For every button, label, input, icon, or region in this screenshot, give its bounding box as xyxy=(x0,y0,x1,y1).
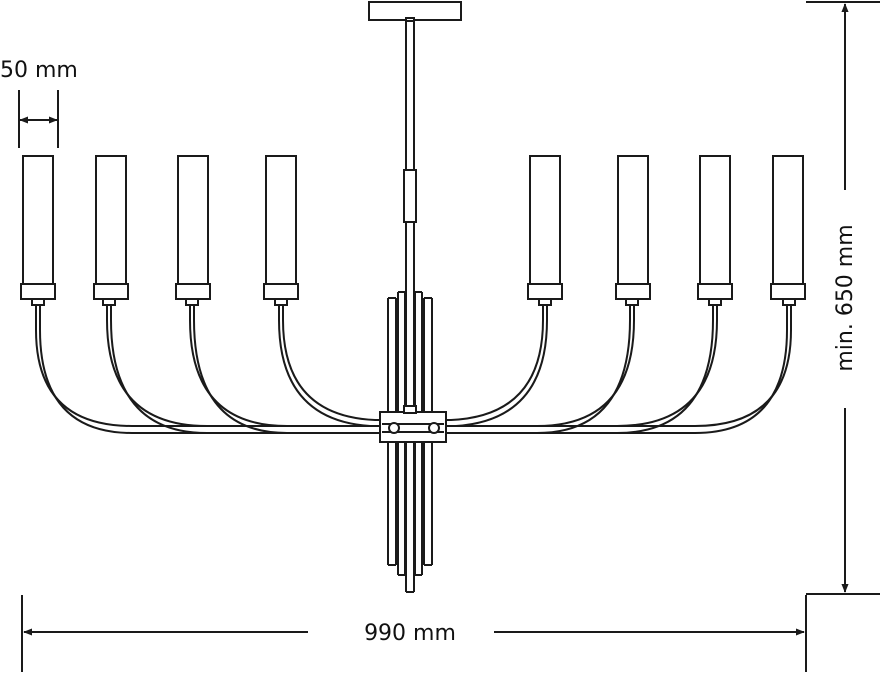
central-hub xyxy=(379,405,447,443)
shade-diameter-dimension: 50 mm xyxy=(0,58,78,148)
shade-6 xyxy=(615,155,651,306)
shade-4 xyxy=(263,155,299,306)
shade-3 xyxy=(175,155,211,306)
shade-8 xyxy=(770,155,806,306)
arms-right xyxy=(445,300,792,434)
height-label: min. 650 mm xyxy=(833,224,858,371)
arms-left xyxy=(35,300,382,434)
shade-1 xyxy=(20,155,56,306)
shade-7 xyxy=(697,155,733,306)
shade-5 xyxy=(527,155,563,306)
width-dimension: 990 mm xyxy=(21,595,807,672)
shade-diameter-label: 50 mm xyxy=(0,58,78,83)
height-dimension: min. 650 mm xyxy=(806,1,880,595)
width-label: 990 mm xyxy=(364,621,456,646)
canopy xyxy=(368,1,462,22)
shade-2 xyxy=(93,155,129,306)
shades xyxy=(20,155,806,306)
